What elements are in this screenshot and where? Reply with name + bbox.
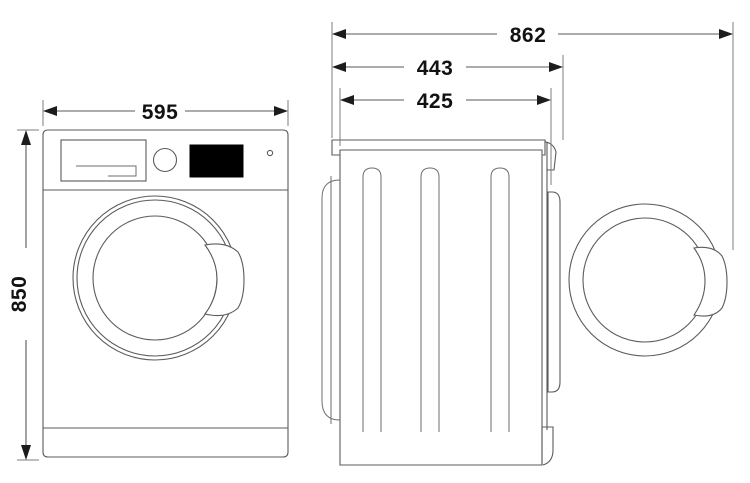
display-panel xyxy=(189,144,244,178)
arrow-862-right xyxy=(719,29,733,39)
door-handle-notch xyxy=(693,246,728,317)
dimension-425: 425 xyxy=(339,88,552,185)
dim-label-425: 425 xyxy=(417,90,454,113)
dim-label-850: 850 xyxy=(8,276,31,313)
arrow-443-left xyxy=(332,62,346,72)
door-handle xyxy=(204,243,245,317)
detergent-drawer-handle xyxy=(76,165,137,177)
arrow-595-right xyxy=(274,106,288,116)
dim-label-595: 595 xyxy=(142,101,179,124)
detergent-drawer xyxy=(60,139,147,182)
arrow-850-top xyxy=(21,130,31,145)
front-view xyxy=(42,129,289,458)
arrow-862-left xyxy=(332,29,346,39)
open-door-view xyxy=(568,203,728,357)
bottom-foot xyxy=(542,426,554,466)
dimension-862: 862 xyxy=(331,22,734,250)
dimension-443: 443 xyxy=(332,55,564,140)
program-knob xyxy=(152,147,178,173)
dimension-595: 595 xyxy=(42,100,289,126)
dim-label-443: 443 xyxy=(417,57,454,80)
arrow-425-left xyxy=(340,95,354,105)
indicator-light xyxy=(266,149,274,157)
arrow-425-right xyxy=(537,95,551,105)
arrow-850-bottom xyxy=(21,445,31,460)
arrow-443-right xyxy=(549,62,563,72)
body-rib-1 xyxy=(362,167,382,432)
top-view xyxy=(321,139,561,466)
door-edge-panel xyxy=(547,191,561,393)
door-outer-ring xyxy=(568,203,722,357)
body-rib-3 xyxy=(490,167,510,432)
arrow-595-left xyxy=(43,106,57,116)
dimension-850: 850 xyxy=(8,129,39,461)
dim-label-862: 862 xyxy=(510,24,547,47)
machine-body xyxy=(339,149,543,466)
body-rib-2 xyxy=(420,167,440,432)
porthole-door-outer xyxy=(72,195,238,361)
